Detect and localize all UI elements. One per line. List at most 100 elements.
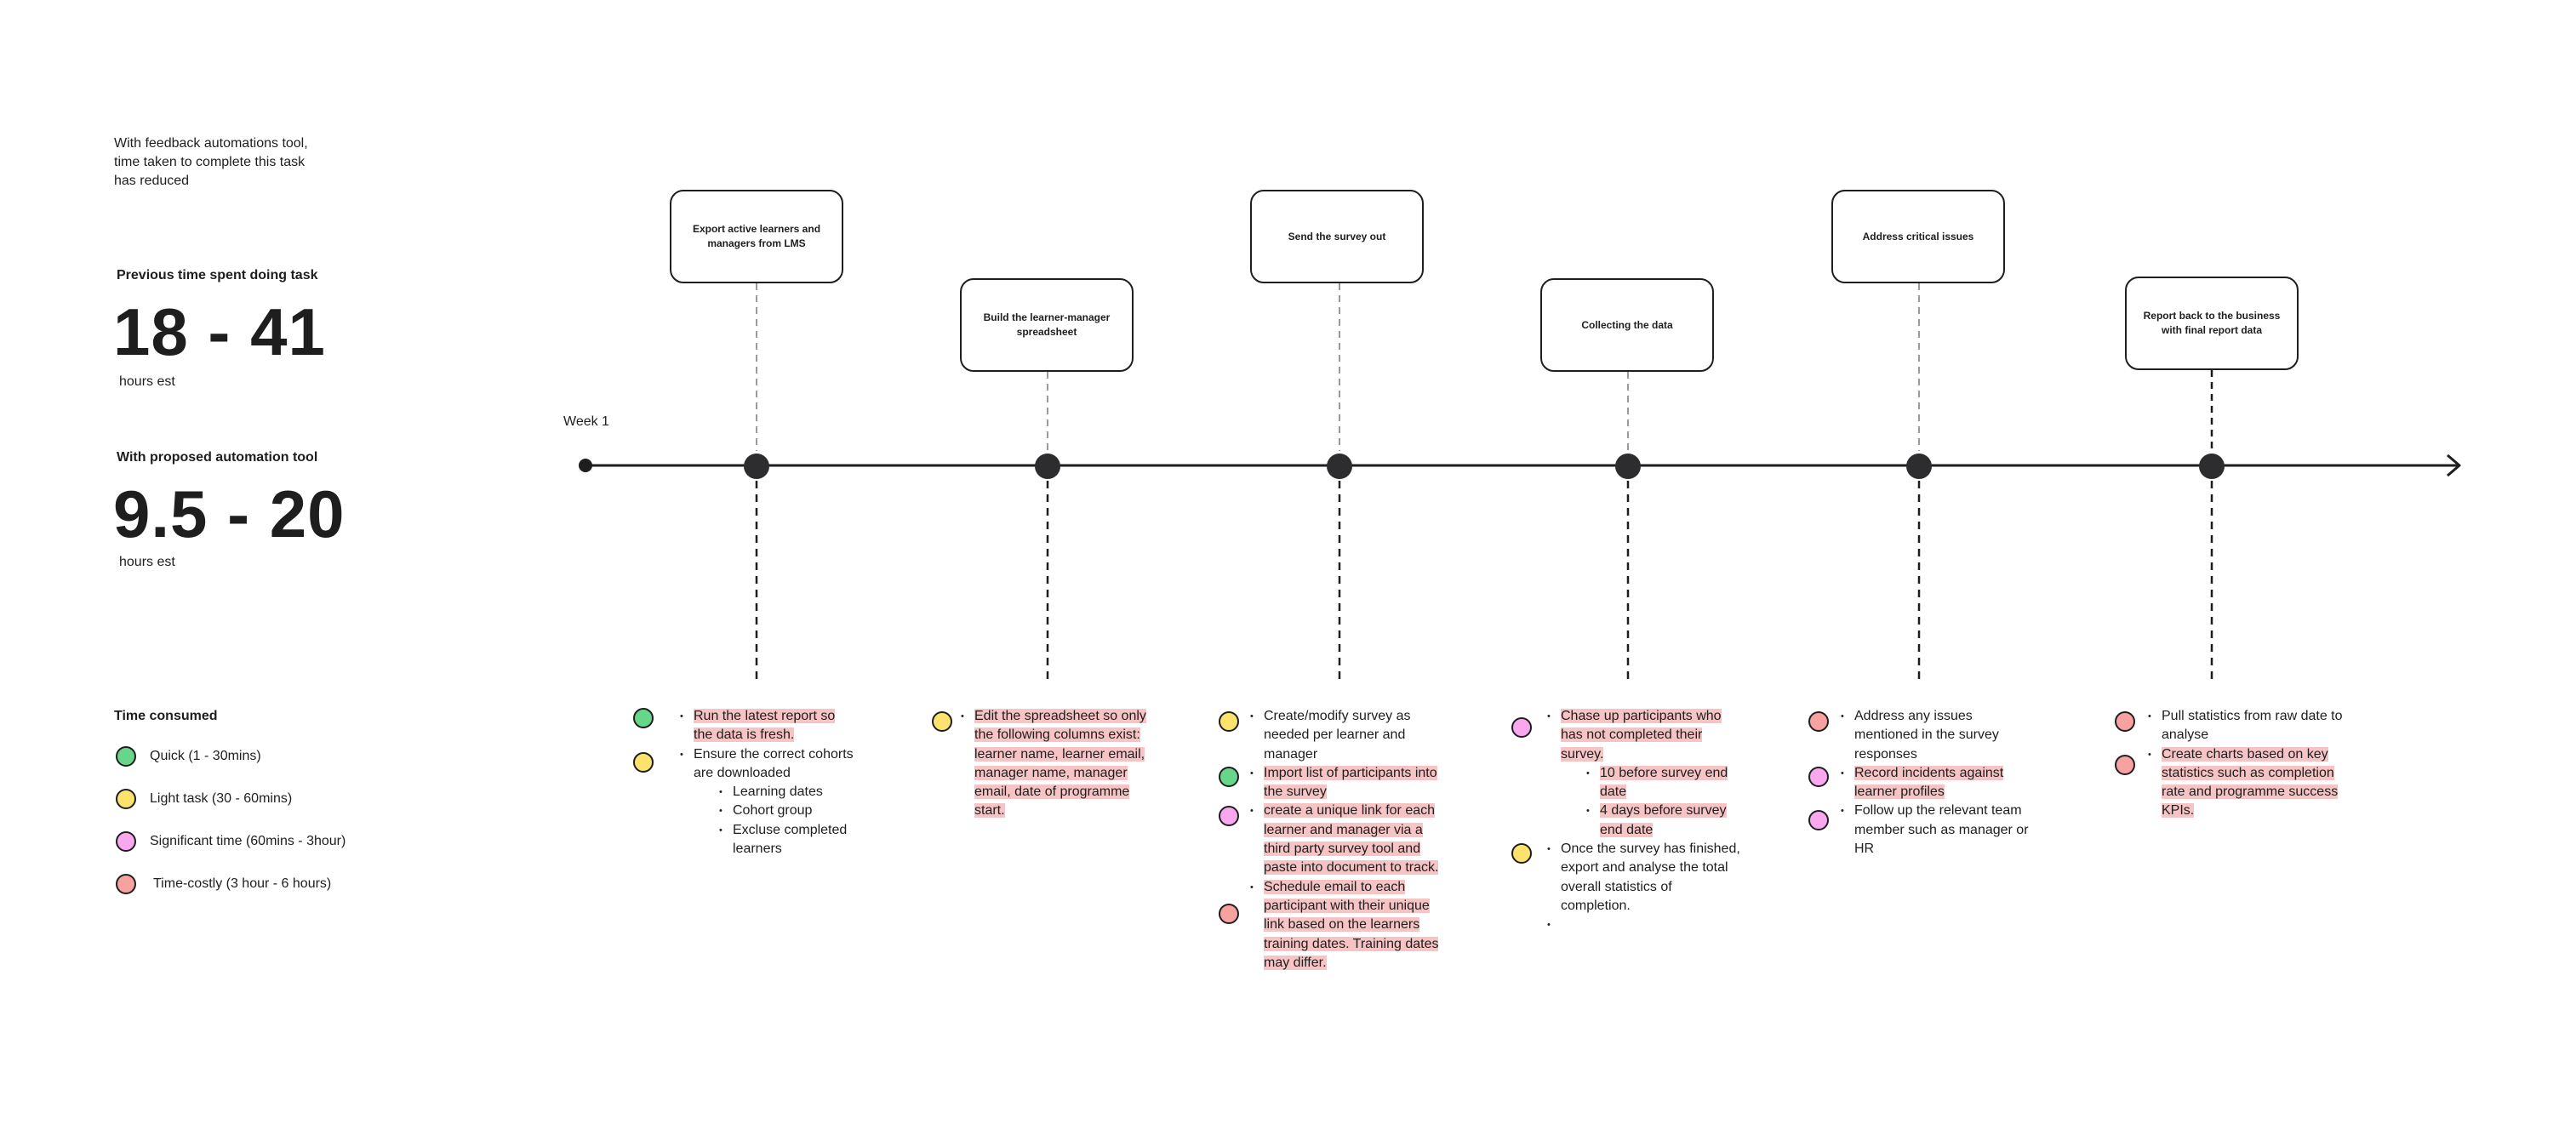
detail-text: Excluse completed learners — [733, 822, 848, 857]
step-details: Create/modify survey as needed per learn… — [1248, 707, 1446, 973]
step-title: Report back to the business with final r… — [2143, 310, 2281, 336]
time-dot-light — [1511, 843, 1532, 864]
time-dot-light — [932, 711, 952, 732]
detail-item: Once the survey has finished, export and… — [1547, 840, 1743, 916]
step-details: Chase up participants who has not comple… — [1545, 707, 1743, 935]
detail-text: Pull statistics from raw date to analyse — [2162, 709, 2343, 743]
time-dot-light — [1219, 711, 1239, 732]
time-dot-quick — [633, 708, 654, 728]
milestone-dot — [1615, 454, 1641, 479]
intro-line: time taken to complete this task — [114, 155, 306, 169]
detail-subitem: Excluse completed learners — [719, 821, 857, 859]
step-details: Run the latest report so the data is fre… — [678, 707, 857, 859]
step-title: Export active learners and managers from… — [692, 223, 821, 249]
legend-dot-costly — [116, 874, 136, 894]
milestone-dot — [1035, 454, 1060, 479]
detail-text: create a unique link for each learner an… — [1264, 803, 1439, 876]
step-title: Collecting the data — [1581, 318, 1673, 331]
detail-item: create a unique link for each learner an… — [1250, 802, 1446, 877]
step-box[interactable]: Address critical issues — [1831, 190, 2005, 283]
legend-dot-light — [116, 789, 136, 809]
week-label: Week 1 — [563, 414, 609, 429]
detail-list: Address any issues mentioned in the surv… — [1839, 707, 2036, 859]
step-details: Pull statistics from raw date to analyse… — [2146, 707, 2344, 821]
detail-text: Create/modify survey as needed per learn… — [1264, 709, 1411, 762]
detail-subitem: 10 before survey end date — [1586, 764, 1743, 802]
detail-text: Chase up participants who has not comple… — [1561, 709, 1722, 762]
detail-text: Follow up the relevant team member such … — [1854, 803, 2029, 857]
time-dot-significant — [1219, 806, 1239, 826]
milestone-dot — [2199, 454, 2225, 479]
detail-text: 4 days before survey end date — [1600, 803, 1727, 837]
proposed-time-value: 9.5 - 20 — [113, 476, 346, 551]
detail-item: Pull statistics from raw date to analyse — [2148, 707, 2344, 745]
legend: Quick (1 - 30mins) Light task (30 - 60mi… — [116, 745, 346, 896]
time-dot-significant — [1808, 767, 1829, 787]
detail-text: Cohort group — [733, 803, 813, 819]
step-details: Address any issues mentioned in the surv… — [1839, 707, 2036, 859]
detail-subitem: 4 days before survey end date — [1586, 802, 1743, 840]
detail-text: Ensure the correct cohorts are downloade… — [694, 746, 854, 780]
previous-time-label: Previous time spent doing task — [117, 268, 318, 282]
timeline-arrowhead — [2447, 454, 2461, 477]
legend-item: Quick (1 - 30mins) — [116, 745, 346, 768]
detail-item: Record incidents against learner profile… — [1841, 764, 2036, 802]
milestone-dot — [744, 454, 769, 479]
step-box[interactable]: Collecting the data — [1540, 278, 1714, 372]
detail-item: Chase up participants who has not comple… — [1547, 707, 1743, 764]
time-dot-quick — [1219, 767, 1239, 787]
proposed-time-unit: hours est — [119, 555, 175, 569]
previous-time-value: 18 - 41 — [113, 294, 326, 369]
milestone-dot — [1327, 454, 1352, 479]
legend-label: Significant time (60mins - 3hour) — [150, 834, 346, 848]
detail-text: Once the survey has finished, export and… — [1561, 842, 1740, 913]
legend-label: Quick (1 - 30mins) — [150, 749, 261, 763]
detail-text: Import list of participants into the sur… — [1264, 765, 1437, 800]
detail-item: Schedule email to each participant with … — [1250, 878, 1446, 973]
legend-label: Light task (30 - 60mins) — [150, 791, 293, 806]
step-box[interactable]: Build the learner-manager spreadsheet — [960, 278, 1134, 372]
detail-item: Create charts based on key statistics su… — [2148, 745, 2344, 821]
legend-dot-quick — [116, 746, 136, 767]
time-dot-significant — [1808, 810, 1829, 830]
detail-item: Ensure the correct cohorts are downloade… — [680, 745, 857, 784]
detail-text: 10 before survey end date — [1600, 765, 1728, 800]
legend-item: Light task (30 - 60mins) — [116, 787, 346, 811]
intro-line: has reduced — [114, 174, 190, 188]
time-dot-costly — [1808, 711, 1829, 732]
detail-text: Address any issues mentioned in the surv… — [1854, 709, 1999, 762]
time-dot-costly — [2115, 755, 2135, 775]
detail-text: Learning dates — [733, 785, 823, 800]
detail-item: Import list of participants into the sur… — [1250, 764, 1446, 802]
step-title: Send the survey out — [1288, 230, 1386, 242]
detail-list: Chase up participants who has not comple… — [1545, 707, 1743, 935]
legend-dot-significant — [116, 831, 136, 852]
step-title: Address critical issues — [1862, 230, 1974, 242]
detail-list: Pull statistics from raw date to analyse… — [2146, 707, 2344, 821]
step-box[interactable]: Export active learners and managers from… — [670, 190, 843, 283]
intro-text: With feedback automations tool, time tak… — [114, 134, 344, 191]
step-box[interactable]: Send the survey out — [1250, 190, 1424, 283]
detail-subitem: Cohort group — [719, 802, 857, 821]
detail-item: Run the latest report so the data is fre… — [680, 707, 857, 745]
time-dot-costly — [2115, 711, 2135, 732]
legend-label: Time-costly (3 hour - 6 hours) — [153, 876, 332, 891]
legend-title: Time consumed — [114, 709, 218, 723]
time-dot-costly — [1219, 904, 1239, 924]
previous-time-unit: hours est — [119, 374, 175, 389]
detail-item: Create/modify survey as needed per learn… — [1250, 707, 1446, 764]
detail-text: Edit the spreadsheet so only the followi… — [974, 709, 1146, 819]
detail-list: Create/modify survey as needed per learn… — [1248, 707, 1446, 973]
step-title: Build the learner-manager spreadsheet — [983, 311, 1111, 338]
detail-list: Run the latest report so the data is fre… — [678, 707, 857, 859]
legend-item: Time-costly (3 hour - 6 hours) — [116, 872, 346, 896]
detail-item: Follow up the relevant team member such … — [1841, 802, 2036, 859]
time-dot-light — [633, 752, 654, 773]
detail-text: Record incidents against learner profile… — [1854, 765, 2004, 800]
milestone-dot — [1906, 454, 1932, 479]
detail-item: Edit the spreadsheet so only the followi… — [961, 707, 1157, 821]
step-box[interactable]: Report back to the business with final r… — [2125, 277, 2299, 370]
detail-subitem: Learning dates — [719, 783, 857, 802]
detail-text: Create charts based on key statistics su… — [2162, 746, 2339, 819]
